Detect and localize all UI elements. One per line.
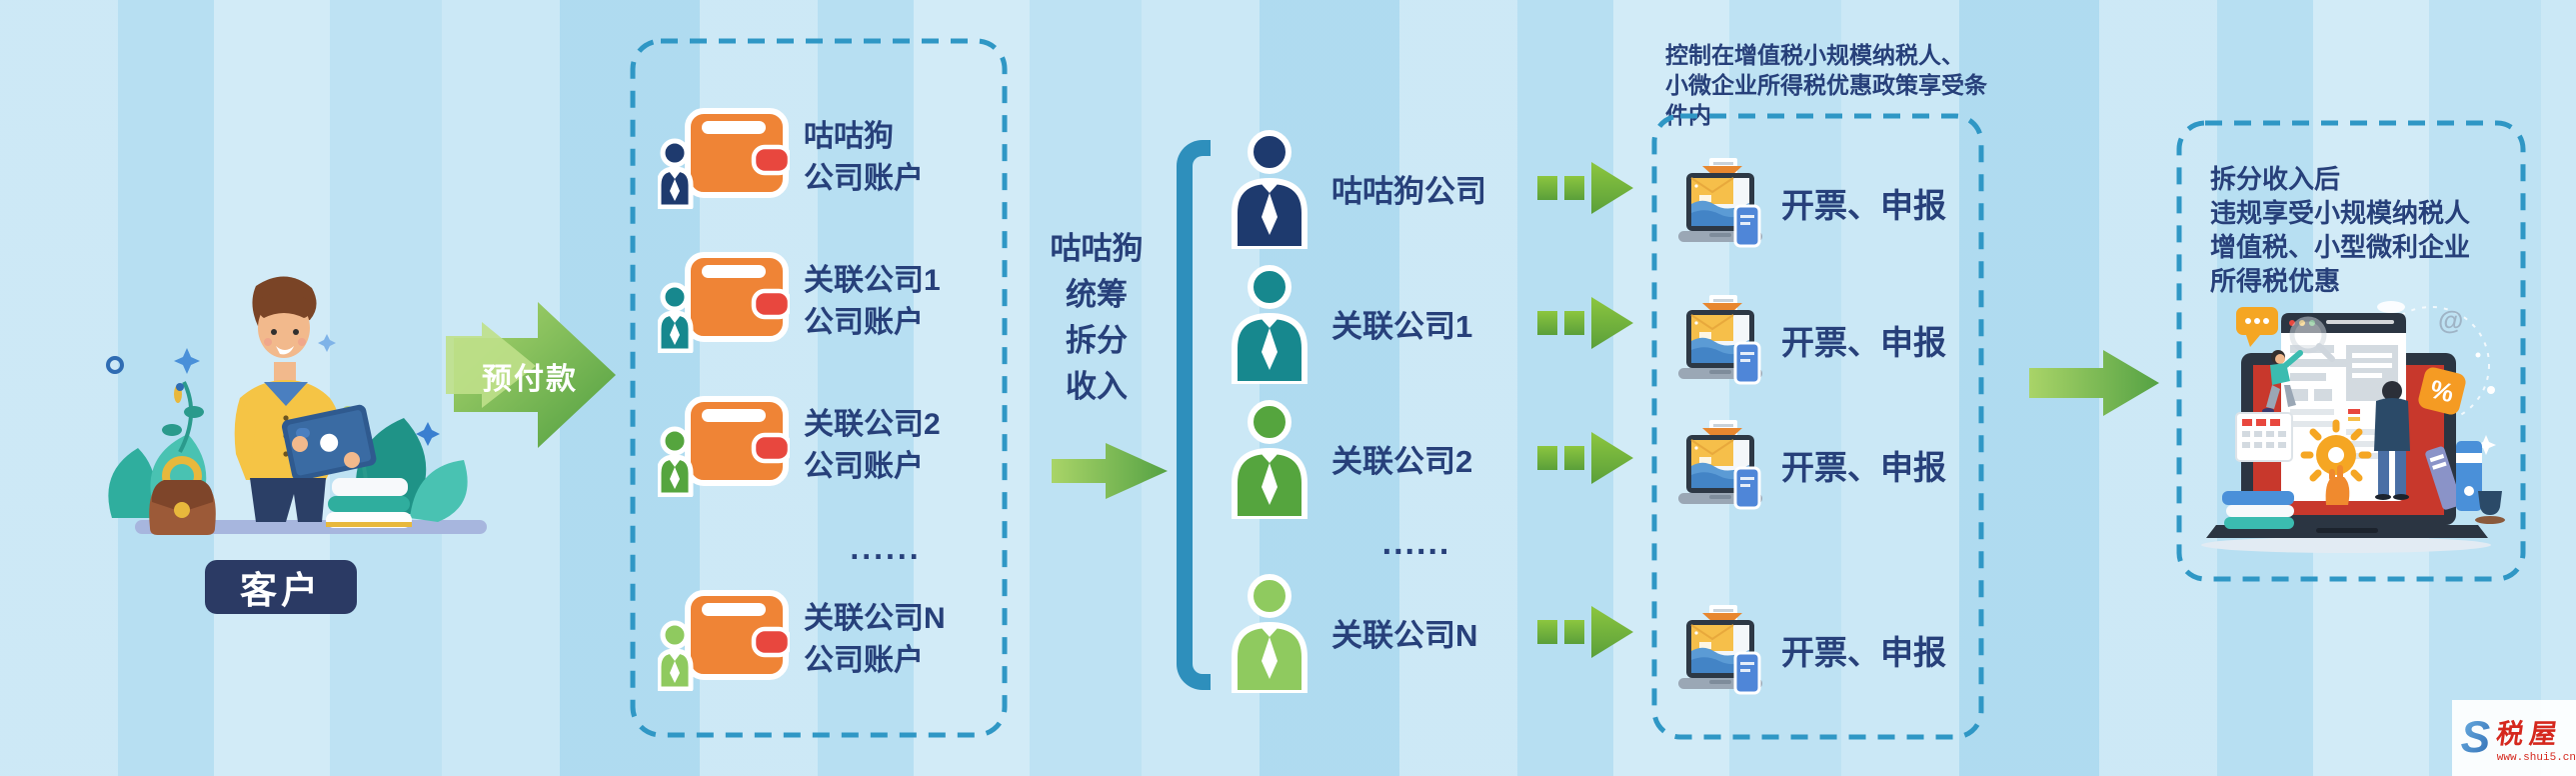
customer-badge: 客户 (205, 560, 357, 614)
audit-illustration: @ (2201, 301, 2505, 553)
company-name: 咕咕狗公司 (1331, 173, 1486, 209)
account-row: 关联公司N 公司账户 (658, 589, 946, 691)
wallet-person-icon (658, 620, 694, 691)
dashed-arrow (1537, 432, 1633, 484)
filing-row: 开票、申报 (1675, 156, 1946, 250)
account-name: 关联公司N (804, 602, 946, 635)
company-row: 关联公司N (1228, 571, 1477, 693)
accounts-ellipsis: ...... (850, 530, 922, 566)
filing-box: 开票、申报 开票、申报 (1651, 113, 1984, 740)
customer-illustration (106, 276, 487, 535)
accounts-box: 咕咕狗 公司账户 关联公司1 公司账户 (630, 38, 1008, 738)
filing-label: 开票、申报 (1781, 324, 1946, 361)
policy-caption: 控制在增值税小规模纳税人、 小微企业所得税优惠政策享受条件内 (1665, 42, 1987, 128)
filing-row: 开票、申报 (1675, 603, 1946, 697)
shui5-logo-icon: S (2461, 713, 2491, 762)
customer-person-illustration (234, 276, 377, 522)
inspector-figure (2262, 350, 2303, 414)
account-type: 公司账户 (804, 162, 924, 195)
result-box-border (2176, 120, 2526, 582)
company-person-icon (1232, 574, 1307, 693)
dashed-arrow (1537, 162, 1633, 214)
filing-label: 开票、申报 (1781, 187, 1946, 224)
company-person-icon (1232, 130, 1307, 249)
dashed-arrow (1537, 297, 1633, 349)
prepay-arrow-shape (446, 302, 616, 448)
wallet-icon (658, 396, 790, 497)
books-icon (326, 478, 412, 528)
prepay-label: 预付款 (482, 363, 578, 396)
company-name: 关联公司N (1331, 617, 1478, 653)
reviewer-figure (2374, 381, 2410, 500)
company-row: 咕咕狗公司 (1228, 127, 1486, 249)
customer-label: 客户 (240, 570, 322, 611)
result-text: 拆分收入后 违规享受小规模纳税人 增值税、小型微利企业 所得税优惠 (2210, 164, 2471, 296)
dashed-arrow (1537, 606, 1633, 658)
split-arrow (1052, 443, 1168, 499)
company-person-icon (1232, 400, 1307, 519)
company-name: 关联公司1 (1331, 308, 1473, 344)
prepay-arrow: 预付款 (446, 296, 630, 454)
account-name: 关联公司2 (804, 408, 941, 441)
company-name: 关联公司2 (1331, 443, 1473, 479)
gear-icon (2300, 419, 2372, 491)
account-row: 关联公司2 公司账户 (658, 395, 941, 497)
invoice-laptop-icon (1678, 295, 1762, 385)
accounts-box-border (630, 38, 1008, 738)
company-row: 关联公司2 (1228, 397, 1472, 519)
result-arrow (2029, 350, 2159, 416)
account-type: 公司账户 (804, 644, 924, 677)
bag-icon (149, 456, 216, 535)
logo-letter: S (2461, 713, 2491, 762)
filing-row: 开票、申报 (1675, 418, 1946, 512)
wallet-icon (658, 252, 790, 353)
watermark-url: www.shui5.cn (2496, 752, 2576, 764)
account-type: 公司账户 (804, 306, 924, 339)
companies-ellipsis: ...... (1381, 524, 1451, 562)
company-row: 关联公司1 (1228, 262, 1472, 384)
account-type: 公司账户 (804, 450, 924, 483)
account-row: 关联公司1 公司账户 (658, 251, 941, 353)
wallet-icon (658, 590, 790, 691)
filing-label: 开票、申报 (1781, 449, 1946, 486)
invoice-laptop-icon (1678, 605, 1762, 695)
watermark-brand: 税屋 (2494, 719, 2565, 749)
account-row: 咕咕狗 公司账户 (658, 107, 924, 209)
group-bracket (1177, 140, 1211, 690)
account-name: 关联公司1 (804, 264, 941, 297)
filing-label: 开票、申报 (1781, 634, 1946, 671)
watermark: S 税屋 www.shui5.cn (2452, 700, 2576, 776)
wallet-icon (658, 108, 790, 209)
percent-badge: % (2418, 367, 2466, 415)
result-box: 拆分收入后 违规享受小规模纳税人 增值税、小型微利企业 所得税优惠 @ (2176, 120, 2526, 582)
wallet-person-icon (658, 426, 694, 497)
at-symbol-decor: @ (2438, 305, 2463, 335)
sparkle-icons (106, 334, 440, 446)
split-note: 咕咕狗 统筹 拆分 收入 (1050, 231, 1144, 404)
account-name: 咕咕狗 (804, 120, 894, 153)
invoice-laptop-icon (1678, 158, 1762, 248)
filing-row: 开票、申报 (1675, 293, 1946, 387)
company-person-icon (1232, 265, 1307, 384)
invoice-laptop-icon (1678, 420, 1762, 510)
